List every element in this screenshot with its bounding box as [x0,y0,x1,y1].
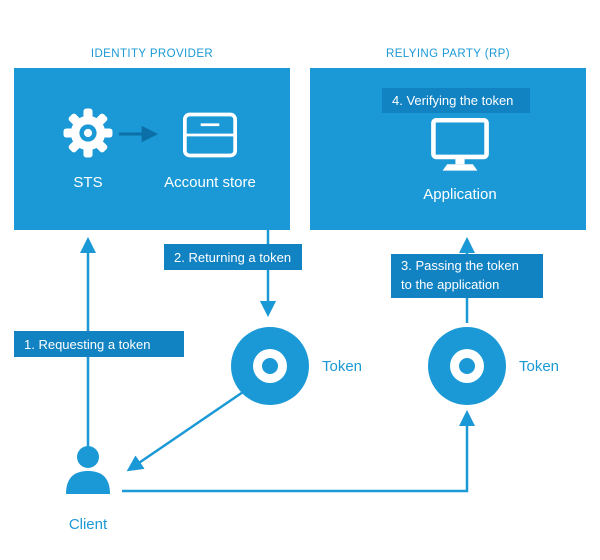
sts-label: STS [73,174,103,191]
arrow-sts-to-store [119,125,159,143]
arrow-token1-to-client [126,390,244,472]
step-2-returning-token-label: 2. Returning a token [164,244,302,270]
relying-party-heading: RELYING PARTY (RP) [386,48,510,60]
client-person-icon [66,446,110,494]
gear-icon [63,108,113,158]
arrow-client-to-token2 [122,409,476,493]
token2-label: Token [519,358,560,375]
token-core [459,358,475,374]
identity-provider-box [14,68,290,230]
step-3-passing-token-label: 3. Passing the token to the application [391,254,543,298]
account-store-label: Account store [164,174,256,191]
step-1-requesting-token-label: 1. Requesting a token [14,331,184,357]
application-monitor-icon [431,117,489,171]
step-4-verifying-token-label: 4. Verifying the token [382,88,530,113]
application-label: Application [423,186,497,203]
token1-label: Token [322,358,363,375]
token-icon [231,327,309,405]
token-icon [428,327,506,405]
token-core [262,358,278,374]
account-store-icon [183,112,237,158]
token-ring [253,349,287,383]
token-ring [450,349,484,383]
identity-provider-heading: IDENTITY PROVIDER [90,48,214,60]
client-label: Client [68,516,108,533]
